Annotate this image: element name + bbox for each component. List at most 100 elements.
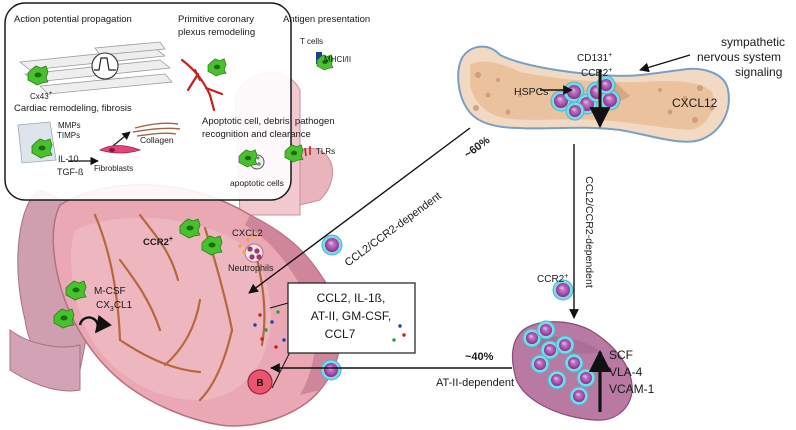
- macrophage-icon: [201, 235, 223, 256]
- label-b: B: [256, 378, 263, 389]
- label-apoptotic-2: recognition and clearance: [202, 129, 311, 140]
- ap-waveform: [94, 57, 116, 71]
- label-vert-dependent: CCL2/CCR2-dependent: [583, 176, 595, 288]
- monocyte-cell: [564, 353, 584, 373]
- label-apoptotic-1: Apoptotic cell, debris, pathogen: [202, 116, 335, 127]
- label-diag-pct: ~60%: [462, 134, 492, 161]
- label-cxcl2: CXCL2: [232, 228, 263, 239]
- fibroblast-icon: [99, 145, 142, 154]
- box-line-2: AT-II, GM-CSF,: [311, 309, 391, 323]
- label-cd131: CD131+: [577, 52, 612, 64]
- macrophage-icon: [65, 280, 87, 301]
- sns-arrow: [639, 54, 691, 73]
- inset-panel: [4, 2, 322, 201]
- label-scf: SCF: [609, 348, 633, 362]
- label-neutrophils: Neutrophils: [228, 263, 274, 273]
- monocyte-cell: [320, 359, 342, 381]
- tlr-receptors: [304, 146, 311, 157]
- label-cxcl12: CXCL12: [672, 96, 718, 110]
- cytokine-dot: [264, 328, 268, 332]
- heart-illustration: [9, 71, 341, 427]
- label-tlrs: TLRs: [316, 147, 335, 156]
- label-cx43: Cx43+: [30, 91, 53, 101]
- label-heart-ccr2: CCR2+: [143, 236, 173, 248]
- cytokine-dot: [392, 338, 396, 342]
- monocyte-cell: [552, 279, 574, 301]
- label-hspcs: HSPCs: [514, 86, 548, 98]
- cytokine-dot: [274, 345, 278, 349]
- monocyte-cell: [576, 368, 596, 388]
- cytokine-dot: [253, 233, 257, 237]
- label-diag-dependent: CCL2/CCR2-dependent: [343, 190, 444, 269]
- proliferation-icon: [78, 314, 112, 334]
- cytokine-dot: [242, 250, 246, 254]
- macrophage-icon: [31, 138, 53, 159]
- macrophage-icon: [284, 144, 304, 163]
- neutrophil-icon: [244, 243, 264, 263]
- label-sns-2: nervous system: [697, 50, 781, 64]
- macrophage-icon: [316, 54, 334, 71]
- bone-texture: [473, 72, 715, 123]
- collagen-icon: [132, 122, 181, 137]
- label-coronary-1: Primitive coronary: [178, 14, 254, 25]
- label-spleen-ccr2: CCR2+: [537, 273, 568, 285]
- macrophage-icon: [207, 58, 227, 77]
- label-sns-1: sympathetic: [721, 35, 785, 49]
- vessel: [299, 147, 334, 206]
- cytokine-dot: [258, 313, 262, 317]
- macrophage-icon: [179, 218, 201, 239]
- box-line-1: CCL2, IL-1ß,: [317, 291, 386, 305]
- label-coronary-2: plexus remodeling: [178, 27, 255, 38]
- monocyte-cell: [540, 340, 560, 360]
- cytokine-dot: [238, 244, 242, 248]
- monocyte-cell: [569, 386, 589, 406]
- label-mhc: MHCI/II: [324, 55, 351, 64]
- label-remodeling: Cardiac remodeling, fibrosis: [14, 103, 132, 114]
- label-sns-3: signaling: [735, 65, 782, 79]
- cytokine-dot: [260, 337, 264, 341]
- label-timps: TIMPs: [57, 131, 80, 140]
- monocyte-cell: [565, 101, 585, 121]
- cytokine-dot: [402, 333, 406, 337]
- label-mmps: MMPs: [58, 121, 81, 130]
- monocyte-cell: [321, 234, 343, 256]
- monocyte-cell: [555, 335, 575, 355]
- label-mcsf: M-CSF: [94, 286, 126, 297]
- label-horiz-pct: ~40%: [465, 351, 494, 363]
- action-potential-icon: [91, 52, 119, 80]
- monocyte-cell: [536, 320, 556, 340]
- label-horiz-dependent: AT-II-dependent: [436, 377, 514, 389]
- label-action-potential: Action potential propagation: [14, 14, 132, 25]
- label-vcam1: VCAM-1: [609, 382, 655, 396]
- label-cx3cl1: CX3CL1: [96, 300, 133, 313]
- label-bone-ccr2: CCR2+: [581, 67, 612, 79]
- label-tcells: T cells: [300, 37, 323, 46]
- label-il10: IL-10: [58, 154, 79, 164]
- cytokine-dot: [398, 324, 402, 328]
- macrophage-group: [27, 54, 334, 334]
- box-line-3: CCL7: [325, 327, 356, 341]
- monocyte-cell: [547, 370, 567, 390]
- coronary-plexus-icon: [180, 58, 224, 112]
- macrophage-icon: [53, 308, 75, 329]
- cytokine-dots: [238, 233, 406, 349]
- lower-vessel: [9, 329, 81, 392]
- monocyte-cell: [530, 354, 550, 374]
- label-apoptotic-cells: apoptotic cells: [230, 178, 284, 188]
- label-fibroblasts: Fibroblasts: [94, 164, 133, 173]
- bone-to-heart-arrow: [248, 127, 471, 294]
- macrophage-icon: [238, 149, 258, 168]
- cytokine-dot: [276, 310, 280, 314]
- cytokine-dot: [282, 338, 286, 342]
- label-antigen: Antigen presentation: [283, 14, 370, 25]
- label-collagen: Collagen: [140, 135, 174, 145]
- macrophage-icon: [27, 65, 49, 86]
- b-marker: [247, 369, 273, 395]
- label-tgfb: TGF-ß: [57, 167, 84, 177]
- cytokine-dot: [246, 238, 250, 242]
- cytokine-dot: [270, 320, 274, 324]
- label-vla4: VLA-4: [609, 365, 643, 379]
- monocyte-cell: [522, 328, 542, 348]
- cytokine-dot: [253, 323, 257, 327]
